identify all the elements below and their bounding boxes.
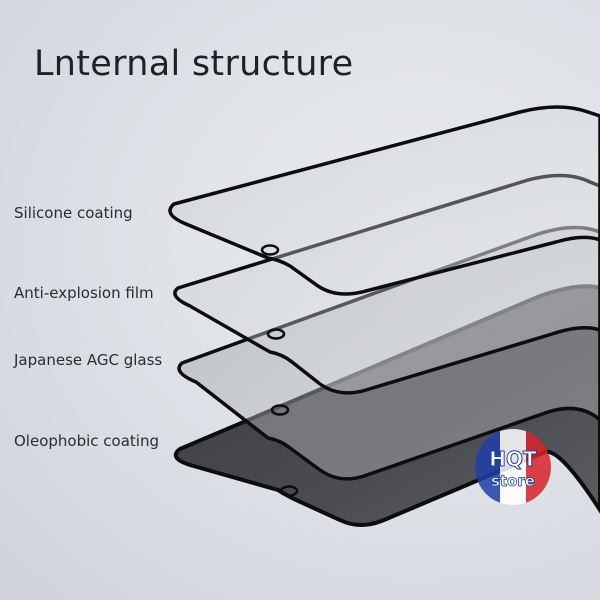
label-anti-explosion-film: Anti-explosion film — [14, 284, 154, 302]
camera-notch-icon — [266, 328, 286, 340]
camera-notch-icon — [279, 485, 299, 497]
camera-notch-icon — [270, 404, 290, 416]
store-logo-line1: HQT — [489, 447, 537, 471]
layer-silicone-coating — [168, 105, 600, 296]
label-oleophobic-coating: Oleophobic coating — [14, 432, 159, 450]
label-agc-glass: Japanese AGC glass — [14, 351, 163, 369]
label-silicone-coating: Silicone coating — [14, 204, 133, 222]
store-logo: HQT store — [475, 429, 551, 505]
store-logo-line2: store — [491, 472, 535, 490]
camera-notch-icon — [260, 244, 280, 256]
page-title: Lnternal structure — [34, 44, 354, 84]
